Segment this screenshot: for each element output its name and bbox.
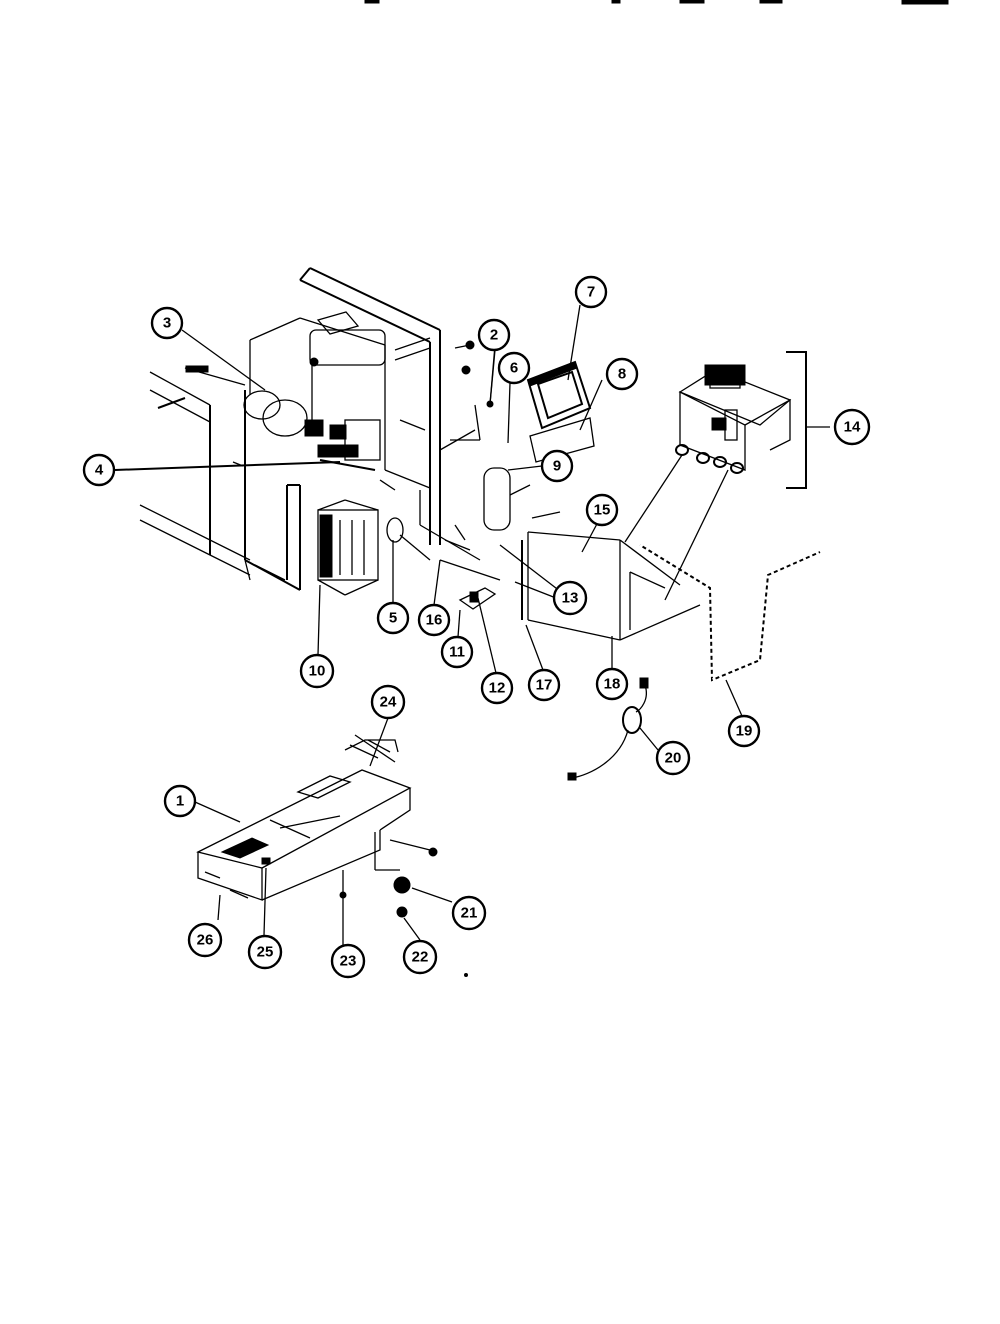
- svg-text:1: 1: [176, 793, 184, 810]
- callout-13: 13: [552, 580, 588, 616]
- leader-lines: [114, 304, 830, 941]
- svg-text:9: 9: [553, 458, 561, 475]
- svg-text:21: 21: [461, 905, 478, 922]
- callout-17: 17: [527, 668, 561, 702]
- svg-text:12: 12: [489, 680, 506, 697]
- svg-text:6: 6: [510, 360, 518, 377]
- svg-text:15: 15: [594, 502, 611, 519]
- magnetron-assembly: [157, 357, 381, 471]
- svg-text:26: 26: [197, 932, 214, 949]
- control-relay-board: [624, 351, 807, 601]
- svg-text:22: 22: [412, 949, 429, 966]
- svg-text:7: 7: [587, 284, 595, 301]
- top-edge-marks: [364, 0, 949, 5]
- svg-text:19: 19: [736, 723, 753, 740]
- svg-text:24: 24: [380, 694, 397, 711]
- callout-12: 12: [480, 671, 514, 705]
- callout-7: 7: [574, 275, 608, 309]
- svg-text:23: 23: [340, 953, 357, 970]
- chassis-frame: [139, 267, 441, 591]
- svg-text:16: 16: [426, 612, 443, 629]
- callout-2: 2: [477, 318, 511, 352]
- svg-text:18: 18: [604, 676, 621, 693]
- svg-text:10: 10: [309, 663, 326, 680]
- callout-5: 5: [376, 601, 410, 635]
- callout-16: 16: [417, 603, 451, 637]
- callout-4: 4: [82, 453, 116, 487]
- callout-9: 9: [540, 449, 574, 483]
- callout-25: 25: [247, 934, 283, 970]
- callout-20: 20: [655, 740, 691, 776]
- callout-19: 19: [727, 714, 761, 748]
- svg-text:8: 8: [618, 366, 626, 383]
- part-callouts: 3 2 6 7 8 9 14 4: [82, 275, 871, 979]
- callout-6: 6: [497, 351, 531, 385]
- svg-text:14: 14: [844, 419, 861, 436]
- fuse-holder-assembly: [567, 677, 649, 781]
- callout-10: 10: [299, 653, 335, 689]
- callout-21: 21: [451, 895, 487, 931]
- svg-text:4: 4: [95, 462, 104, 479]
- waveguide-cover: [521, 511, 701, 641]
- callout-3: 3: [150, 306, 184, 340]
- callout-15: 15: [585, 493, 619, 527]
- svg-text:17: 17: [536, 677, 553, 694]
- control-panel-assembly: [196, 734, 468, 977]
- callout-14: 14: [833, 408, 871, 446]
- callout-8: 8: [605, 357, 639, 391]
- svg-text:2: 2: [490, 327, 498, 344]
- callout-23: 23: [330, 943, 366, 979]
- svg-text:5: 5: [389, 610, 397, 627]
- svg-text:3: 3: [163, 315, 171, 332]
- callout-26: 26: [187, 922, 223, 958]
- svg-text:11: 11: [449, 644, 465, 661]
- gasket-strip: [639, 543, 821, 683]
- high-voltage-transformer: [317, 499, 379, 596]
- svg-text:13: 13: [562, 590, 579, 607]
- callout-24: 24: [370, 684, 406, 720]
- callout-22: 22: [402, 939, 438, 975]
- svg-text:20: 20: [665, 750, 682, 767]
- svg-text:25: 25: [257, 944, 274, 961]
- door-seal-parts: [526, 360, 595, 463]
- callout-1: 1: [163, 784, 197, 818]
- callout-11: 11: [440, 635, 474, 669]
- callout-18: 18: [595, 667, 629, 701]
